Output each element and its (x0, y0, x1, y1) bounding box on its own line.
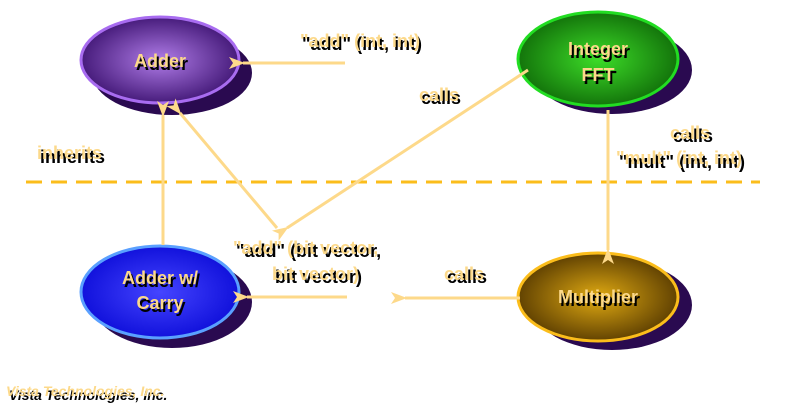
node-label: FFT (584, 68, 617, 88)
svg-text:"add" (int, int): "add" (int, int) (300, 31, 420, 51)
svg-text:calls: calls (673, 126, 713, 146)
svg-text:calls: calls (444, 264, 484, 284)
svg-text:inherits: inherits (40, 147, 105, 167)
svg-text:inherits: inherits (37, 143, 102, 163)
arrow-bitvector-to-adder (166, 98, 279, 229)
node-label: Integer (570, 42, 630, 62)
svg-text:calls: calls (670, 123, 710, 143)
label-add-bitvector: "add" (bit vector, "add" (bit vector, bi… (233, 238, 381, 287)
node-multiplier[interactable]: Multiplier Multiplier (516, 251, 680, 343)
node-label: Carry (138, 296, 185, 316)
svg-text:bit vector): bit vector) (275, 267, 362, 287)
svg-text:bit vector): bit vector) (272, 264, 359, 284)
svg-text:Vista Technologies, Inc.: Vista Technologies, Inc. (6, 383, 164, 399)
node-label: Multiplier (560, 290, 640, 310)
node-label: FFT (582, 65, 615, 85)
svg-text:"mult" (int, int): "mult" (int, int) (619, 152, 745, 172)
svg-text:"add" (int, int): "add" (int, int) (302, 34, 422, 54)
svg-text:"mult" (int, int): "mult" (int, int) (616, 148, 742, 168)
footer-company: Vista Technologies, Inc. Vista Technolog… (6, 383, 167, 403)
svg-text:"add" (bit vector,: "add" (bit vector, (233, 238, 378, 258)
svg-text:calls: calls (421, 88, 461, 108)
arrow-fft-calls-add-bitvector (272, 68, 529, 241)
svg-text:Vista Technologies, Inc.: Vista Technologies, Inc. (9, 387, 167, 403)
node-adder-carry[interactable]: Adder w/ Adder w/ Carry Carry (79, 244, 241, 340)
label-add-int: "add" (int, int) "add" (int, int) (300, 31, 422, 54)
label-calls-bottom: calls calls (444, 264, 487, 287)
label-calls-right: calls calls (670, 123, 713, 146)
node-label: Adder w/ (122, 268, 198, 288)
node-label: Adder (136, 54, 188, 74)
label-inherits: inherits inherits (37, 143, 105, 167)
svg-text:calls: calls (447, 267, 487, 287)
label-mult-int: "mult" (int, int) "mult" (int, int) (616, 148, 745, 172)
node-integer-fft[interactable]: Integer Integer FFT FFT (516, 10, 680, 108)
node-label: Carry (136, 293, 183, 313)
node-label: Integer (568, 39, 628, 59)
label-calls-top: calls calls (419, 85, 461, 108)
node-label: Adder (134, 51, 186, 71)
node-label: Multiplier (558, 287, 638, 307)
node-adder[interactable]: Adder Adder (79, 15, 241, 105)
node-label: Adder w/ (124, 271, 200, 291)
svg-text:"add" (bit vector,: "add" (bit vector, (236, 241, 381, 261)
svg-text:calls: calls (419, 85, 459, 105)
